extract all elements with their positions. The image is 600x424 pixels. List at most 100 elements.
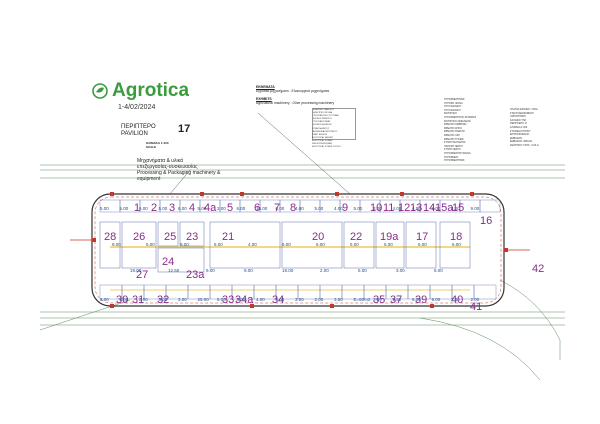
stand-number: 1: [134, 202, 140, 214]
fire-extinguisher-icon: [200, 192, 204, 196]
exhibits-line-en: Agricultural machinery - Olive processin…: [256, 101, 335, 106]
exhibits-heading-en: EXHIBITS: [256, 96, 272, 101]
dimension-label: 5.00: [198, 206, 207, 211]
legend-item: ΠΑΡΟΧΗ ΝΕΡΟΥ: [444, 144, 464, 148]
legend-item: ΦΡΕΑΤΙΟ ΟΜΒΡΙΩΝ: [444, 123, 467, 127]
dimension-label: 6.00: [418, 242, 427, 247]
stand-number: 39: [415, 294, 427, 306]
dimension-label: 16.00: [256, 206, 268, 211]
event-date: 1-4/02/2024: [118, 104, 156, 111]
legend-item: ΕΝΔΕΙΞΕΙΣ ΠΑΒΙΛΙΟΝ: [313, 109, 334, 111]
building-info-item: ΚΑΛΩΔΙΟ ΤΗΛ.: [510, 118, 527, 122]
hall-box: [439, 221, 471, 269]
stand-box: [479, 199, 501, 213]
dimension-label: 5.00: [120, 297, 129, 302]
dimension-label: 2.00: [373, 297, 382, 302]
dimension-label: 9.00: [112, 242, 121, 247]
dimension-label: 6.00: [100, 297, 109, 302]
dimension-label: 3.00: [373, 206, 382, 211]
dimension-label: 5.00: [237, 297, 246, 302]
stand-number: 15a: [435, 202, 454, 214]
pavilion-scale: ΚΛΙΜΑΚΑ 1:400 SCALE: [146, 141, 169, 149]
stand-number: 6: [254, 202, 260, 214]
pavilion-label-gr: ΠΕΡΙΠΤΕΡΟ: [121, 124, 156, 130]
hall-box: [375, 221, 405, 269]
stand-number: 19a: [380, 231, 399, 243]
stand-number: 2: [151, 202, 157, 214]
ground-lines: [39, 164, 565, 381]
dimension-label: 6.00: [237, 206, 246, 211]
stand-number: 24: [162, 256, 174, 268]
legend-item: ΠΥΡΟΣΒΕΣΤ. ΠΥΡΟΣΒΕΣΤΗΡΑΣ: [444, 155, 465, 163]
legend-item: ΗΛΕΚΤΡΙΚΟ ΡΕΥΜΑ: [313, 112, 332, 114]
dimension-label: 6.00: [178, 206, 187, 211]
dimension-label: 5.00: [315, 206, 324, 211]
legend-item: ΠΥΡΟΣΒΕΣΤΗΡΑΣ: [444, 98, 465, 101]
stand-number: 22: [350, 231, 362, 243]
fire-extinguisher-icon: [470, 192, 474, 196]
dimension-label: 4.00: [276, 297, 285, 302]
dimension-label: 12.50: [168, 268, 180, 273]
stand-number: 32: [157, 294, 169, 306]
dimension-label: 2.00: [315, 297, 324, 302]
legend-item: ΦΡΕΑΤΙΟ ΑΠΟΧ.: [444, 126, 463, 130]
stand-number: 3: [169, 202, 175, 214]
pavilion-description: Μηχανήματα & υλικά επεξεργασίας-συσκευασ…: [137, 158, 237, 182]
dimension-label: 6.00: [452, 242, 461, 247]
dimension-label: 4.00: [295, 206, 304, 211]
hall-box: [157, 247, 205, 273]
stand-number: 7: [274, 202, 280, 214]
legend-item: ΦΩΤΙΣΤΙΚΟ ΑΣΦΑΛΕΙΑΣ: [444, 119, 471, 123]
dimension-label: 9.00: [432, 297, 441, 302]
legend-item: ΣΥΜΒΟΛΑ ΕΝΤΟΣ: [312, 128, 329, 130]
stand-number: 40: [451, 294, 463, 306]
pavilion-inner-wall: [94, 196, 502, 304]
stand-number: 37: [390, 294, 402, 306]
dimension-label: 2.00: [471, 297, 480, 302]
leaf-logo-icon: [92, 83, 108, 99]
fire-extinguisher-icon: [240, 192, 244, 196]
hall-box: [99, 221, 121, 269]
fire-extinguisher-icon: [110, 192, 114, 196]
legend-item: ΠΥΡΟΣΒ. ΦΩΛΙΑ: [444, 101, 463, 105]
dimension-label: 5.00: [384, 242, 393, 247]
scale-en: SCALE: [146, 145, 157, 149]
dimension-label: 19.00: [130, 268, 142, 273]
dimension-label: 2.00: [451, 297, 460, 302]
building-info-item: ΕΜΒΑΔΟΝ: [510, 136, 522, 140]
building-info-item: ΥΔΡΟΣΤΟΜΙΟ: [510, 115, 526, 119]
dimension-label: 4.00: [334, 206, 343, 211]
stand-box: [473, 284, 497, 300]
stand-grid: [70, 112, 530, 308]
stand-number: 20: [312, 231, 324, 243]
leader-line: [169, 169, 191, 195]
dimension-label: 9.00: [471, 206, 480, 211]
building-info-item: ΚΛΙΜΑΚΑ 1:400: [510, 125, 528, 129]
legend-item: ΠΥΛΗ ΕΙΣΟΔΟΥ: [444, 105, 462, 109]
stand-number: 23a: [186, 269, 205, 281]
hall-box: [121, 221, 157, 269]
dimension-label: 3.00: [396, 268, 405, 273]
dimension-label: 5.00: [159, 206, 168, 211]
stand-number: 41: [470, 301, 482, 313]
dimension-label: 6.00: [214, 242, 223, 247]
stand-number: 30: [116, 294, 128, 306]
dimension-label: 3.00: [178, 297, 187, 302]
fire-extinguisher-icon: [250, 304, 254, 308]
hall-box: [209, 221, 281, 269]
dimension-label: 4.00: [451, 206, 460, 211]
dimension-label: 9.00: [244, 268, 253, 273]
site-curve: [419, 317, 541, 381]
dimension-label: 4.00: [412, 206, 421, 211]
building-info-item: ΠΕΡΙΠΤΕΡΟ 17: [510, 122, 528, 126]
dimension-label: 6.00: [282, 242, 291, 247]
building-info-item: ΣΤΑΣΗ ΛΕΩΦΟΡΕΙΟΥ: [510, 111, 535, 115]
fire-extinguisher-icon: [92, 238, 96, 242]
legend-item: ΠΥΡΟΣΒΕΣΤΙΚΗ ΦΩΛΙΑ: [444, 151, 471, 155]
dimension-label: 5.00: [146, 242, 155, 247]
